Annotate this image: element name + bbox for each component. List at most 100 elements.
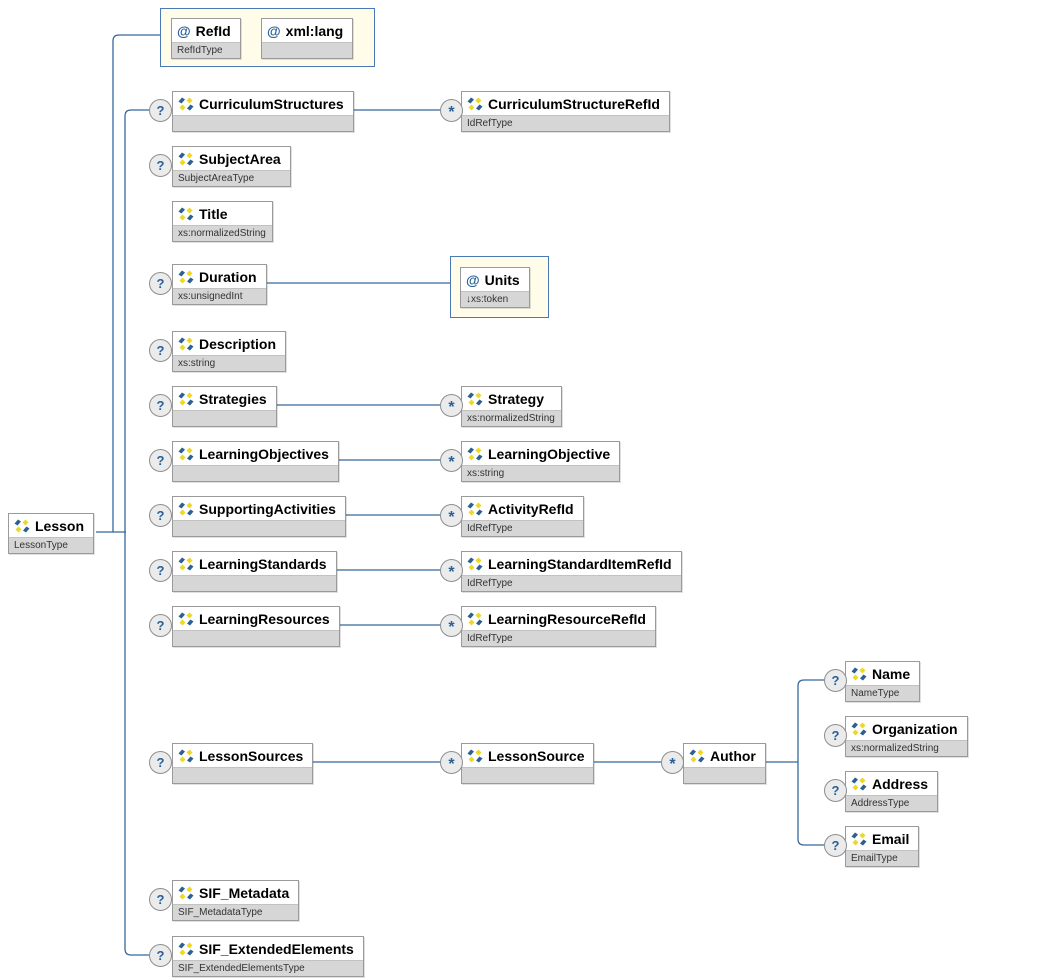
element-icon xyxy=(178,557,194,571)
element-box-curriculum-structures[interactable]: CurriculumStructures xyxy=(172,91,354,132)
element-box-strategies[interactable]: Strategies xyxy=(172,386,277,427)
element-icon xyxy=(178,942,194,956)
attribute-group-box-units: @ Units ↓xs:token xyxy=(450,256,549,318)
element-icon xyxy=(467,557,483,571)
element-name: Email xyxy=(872,831,910,847)
element-icon xyxy=(467,612,483,626)
attribute-box-refid[interactable]: @ RefId RefIdType xyxy=(171,18,241,59)
repeat-indicator: * xyxy=(440,394,463,417)
attribute-group-box: @ RefId RefIdType @ xml:lang xyxy=(160,8,375,67)
element-box-name[interactable]: Name NameType xyxy=(845,661,921,702)
element-name: SIF_Metadata xyxy=(199,885,290,901)
element-box-supporting-activities[interactable]: SupportingActivities xyxy=(172,496,346,537)
element-type: xs:string xyxy=(173,355,286,371)
element-type: SubjectAreaType xyxy=(173,170,290,186)
element-box-address[interactable]: Address AddressType xyxy=(845,771,939,812)
optional-indicator: ? xyxy=(824,724,847,747)
element-icon xyxy=(178,207,194,221)
repeat-indicator: * xyxy=(440,449,463,472)
element-icon xyxy=(467,749,483,763)
element-type: IdRefType xyxy=(462,520,583,536)
element-type: LessonType xyxy=(9,537,94,553)
repeat-indicator: * xyxy=(440,99,463,122)
element-name: Name xyxy=(872,666,911,682)
element-type: xs:string xyxy=(462,465,620,481)
optional-indicator: ? xyxy=(824,834,847,857)
element-type: EmailType xyxy=(846,850,919,866)
element-box-learning-objective[interactable]: LearningObjective xs:string xyxy=(461,441,621,482)
element-icon xyxy=(178,612,194,626)
element-icon xyxy=(467,502,483,516)
element-type: SIF_ExtendedElementsType xyxy=(173,960,363,976)
element-box-learning-objectives[interactable]: LearningObjectives xyxy=(172,441,339,482)
element-name: LessonSource xyxy=(488,748,585,764)
repeat-indicator: * xyxy=(440,504,463,527)
element-type: xs:normalizedString xyxy=(846,740,967,756)
element-name: LessonSources xyxy=(199,748,304,764)
element-type xyxy=(462,767,594,783)
optional-indicator: ? xyxy=(149,272,172,295)
element-box-lesson-source[interactable]: LessonSource xyxy=(461,743,595,784)
attribute-type xyxy=(262,42,353,58)
optional-indicator: ? xyxy=(824,669,847,692)
element-name: LearningObjective xyxy=(488,446,611,462)
element-icon xyxy=(467,447,483,461)
repeat-indicator: * xyxy=(440,559,463,582)
repeat-indicator: * xyxy=(440,751,463,774)
element-box-description[interactable]: Description xs:string xyxy=(172,331,287,372)
attribute-name: RefId xyxy=(195,23,231,39)
element-name: LearningStandardItemRefId xyxy=(488,556,672,572)
attribute-name: xml:lang xyxy=(285,23,344,39)
optional-indicator: ? xyxy=(149,449,172,472)
element-box-lesson-sources[interactable]: LessonSources xyxy=(172,743,314,784)
element-icon xyxy=(851,777,867,791)
element-type xyxy=(173,575,336,591)
element-box-organization[interactable]: Organization xs:normalizedString xyxy=(845,716,968,757)
element-icon xyxy=(14,519,30,533)
repeat-indicator: * xyxy=(440,614,463,637)
element-name: SubjectArea xyxy=(199,151,281,167)
element-name: Address xyxy=(872,776,929,792)
attribute-box-xml-lang[interactable]: @ xml:lang xyxy=(261,18,354,59)
element-box-subject-area[interactable]: SubjectArea SubjectAreaType xyxy=(172,146,291,187)
element-box-learning-resources[interactable]: LearningResources xyxy=(172,606,340,647)
element-name: Organization xyxy=(872,721,958,737)
attribute-box-units[interactable]: @ Units ↓xs:token xyxy=(460,267,530,308)
element-type xyxy=(173,520,345,536)
element-icon xyxy=(178,337,194,351)
element-type: xs:normalizedString xyxy=(462,410,561,426)
attribute-name: Units xyxy=(484,272,520,288)
element-type xyxy=(173,410,276,426)
element-box-lesson[interactable]: Lesson LessonType xyxy=(8,513,95,554)
element-box-author[interactable]: Author xyxy=(683,743,766,784)
element-box-curriculum-structure-refid[interactable]: CurriculumStructureRefId IdRefType xyxy=(461,91,670,132)
element-box-email[interactable]: Email EmailType xyxy=(845,826,920,867)
element-type xyxy=(684,767,765,783)
element-icon xyxy=(178,447,194,461)
attribute-type: RefIdType xyxy=(172,42,240,58)
element-box-activity-refid[interactable]: ActivityRefId IdRefType xyxy=(461,496,584,537)
element-box-sif-extended-elements[interactable]: SIF_ExtendedElements SIF_ExtendedElement… xyxy=(172,936,364,977)
element-icon xyxy=(178,152,194,166)
element-box-title[interactable]: Title xs:normalizedString xyxy=(172,201,273,242)
element-icon xyxy=(178,886,194,900)
element-box-duration[interactable]: Duration xs:unsignedInt xyxy=(172,264,267,305)
element-box-learning-resource-refid[interactable]: LearningResourceRefId IdRefType xyxy=(461,606,656,647)
element-name: CurriculumStructureRefId xyxy=(488,96,660,112)
element-box-strategy[interactable]: Strategy xs:normalizedString xyxy=(461,386,562,427)
element-box-learning-standards[interactable]: LearningStandards xyxy=(172,551,337,592)
optional-indicator: ? xyxy=(149,99,172,122)
element-name: Lesson xyxy=(35,518,85,534)
element-type: NameType xyxy=(846,685,920,701)
element-type xyxy=(173,767,313,783)
element-box-learning-standard-item-refid[interactable]: LearningStandardItemRefId IdRefType xyxy=(461,551,682,592)
element-icon xyxy=(851,667,867,681)
element-name: Strategy xyxy=(488,391,545,407)
element-name: Title xyxy=(199,206,228,222)
element-type: IdRefType xyxy=(462,630,655,646)
element-name: Author xyxy=(710,748,756,764)
element-icon xyxy=(467,97,483,111)
element-icon xyxy=(178,749,194,763)
element-box-sif-metadata[interactable]: SIF_Metadata SIF_MetadataType xyxy=(172,880,300,921)
element-icon xyxy=(689,749,705,763)
